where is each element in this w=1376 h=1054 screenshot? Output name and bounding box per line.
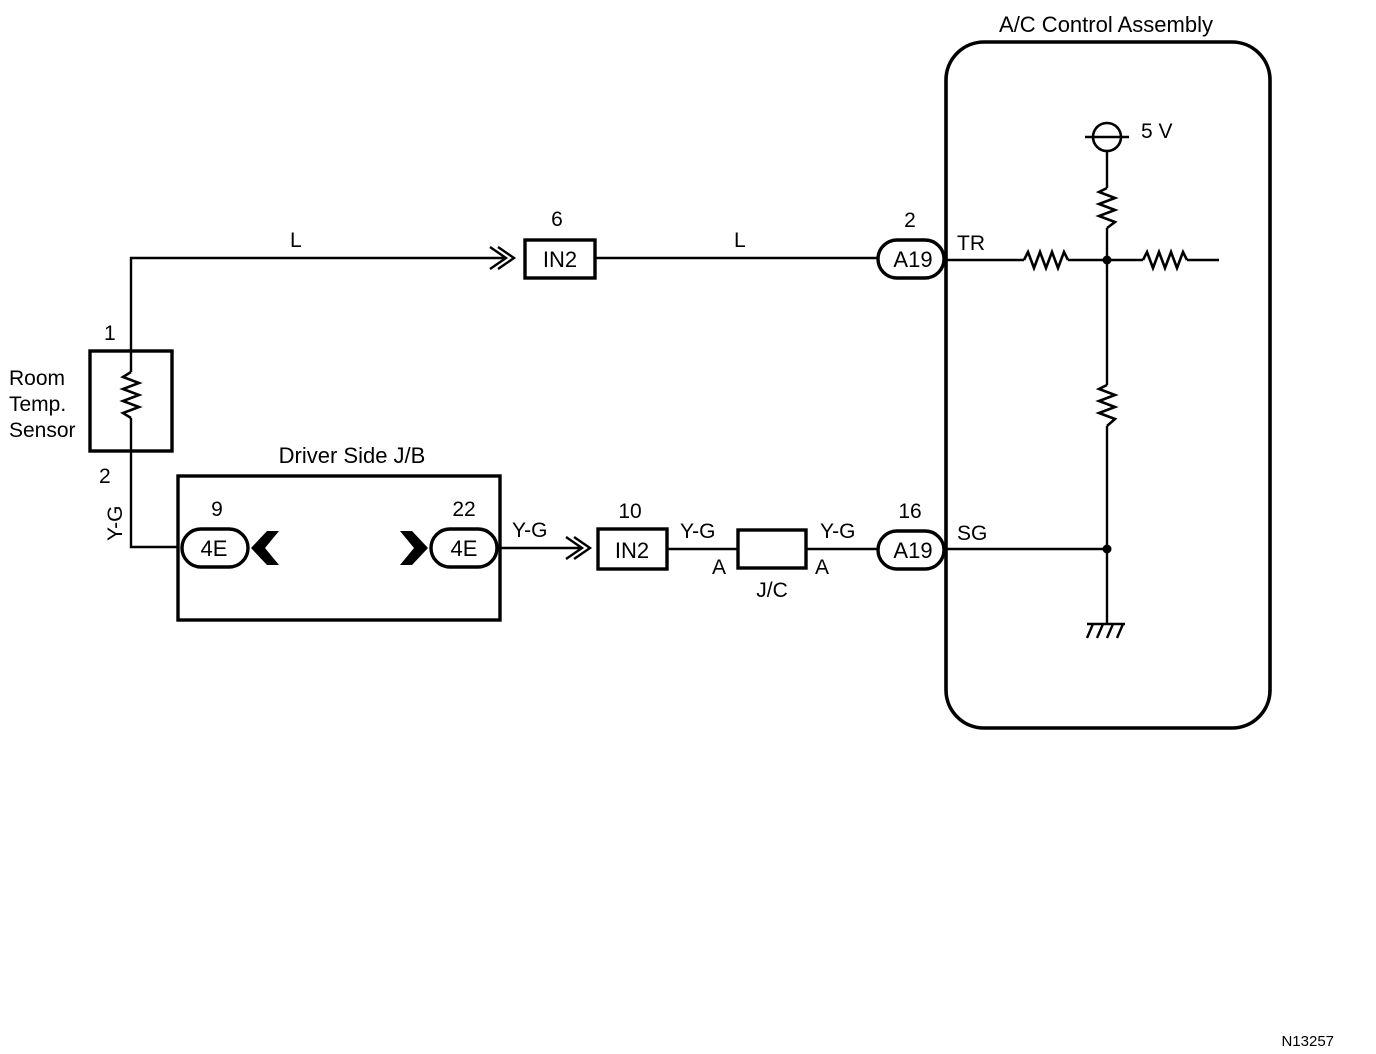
sensor-pin-bottom: 2 [99,465,111,488]
wire-color-vertical-lower: Y-G [104,506,127,541]
sensor-name-line1: Room [9,367,65,390]
connector-a19-lower-label: A19 [893,538,932,563]
ac-control-assembly-title: A/C Control Assembly [999,12,1213,37]
wire-color-lower-3: Y-G [820,520,855,543]
connector-in2-upper-pin: 6 [551,208,563,231]
wire-color-upper-2: L [734,229,746,252]
wire-color-lower-1: Y-G [512,519,547,542]
connector-a19-upper-label: A19 [893,247,932,272]
connector-a19-upper-pin: 2 [904,209,916,232]
junction-connector-right-pin: A [815,556,829,579]
connector-in2-upper-label: IN2 [543,247,577,272]
connector-a19-lower [876,529,946,571]
pulldown-resistor-icon [1095,383,1119,427]
connector-in2-upper [523,238,597,280]
pullup-resistor-icon [1095,186,1119,230]
terminal-sg-label: SG [957,522,987,545]
sensor-thermistor-icon [119,370,143,420]
jb-connector-left-label: 4E [201,536,228,561]
driver-side-jb-title: Driver Side J/B [279,443,426,468]
junction-connector-left-pin: A [712,556,726,579]
connector-arrow-upper [489,246,517,270]
series-resistor-left-icon [1022,248,1070,272]
figure-id: N13257 [1281,1033,1334,1050]
wire-lower-sensor-to-jb [129,452,182,549]
terminal-tr-label: TR [957,232,985,255]
wire-color-lower-2: Y-G [680,520,715,543]
jb-connector-right-label: 4E [451,536,478,561]
jb-connector-left [180,527,250,569]
connector-in2-lower-label: IN2 [615,538,649,563]
jb-chevron-right-icon [400,531,428,565]
jb-connector-right [429,527,499,569]
ground-icon [1085,622,1125,639]
ac-control-assembly-box [944,40,1272,730]
jb-connector-right-pin: 22 [452,498,475,521]
jb-connector-left-pin: 9 [211,498,223,521]
series-resistor-right-icon [1141,248,1189,272]
sensor-pin-top: 1 [104,322,116,345]
sensor-name-line2: Temp. [9,393,66,416]
connector-a19-lower-pin: 16 [898,500,921,523]
connector-arrow-lower [565,536,593,560]
connector-a19-upper [876,238,946,280]
wire-upper-sensor-to-in2 [129,256,505,352]
jb-chevron-left-icon [251,531,279,565]
sensor-name-line3: Sensor [9,419,76,442]
connector-in2-lower-pin: 10 [618,500,641,523]
junction-connector-box [736,528,808,570]
wire-color-upper-1: L [290,229,302,252]
supply-voltage-label: 5 V [1141,120,1173,143]
node-lower [1102,544,1112,554]
connector-in2-lower [596,527,669,571]
junction-connector-label: J/C [756,579,788,602]
